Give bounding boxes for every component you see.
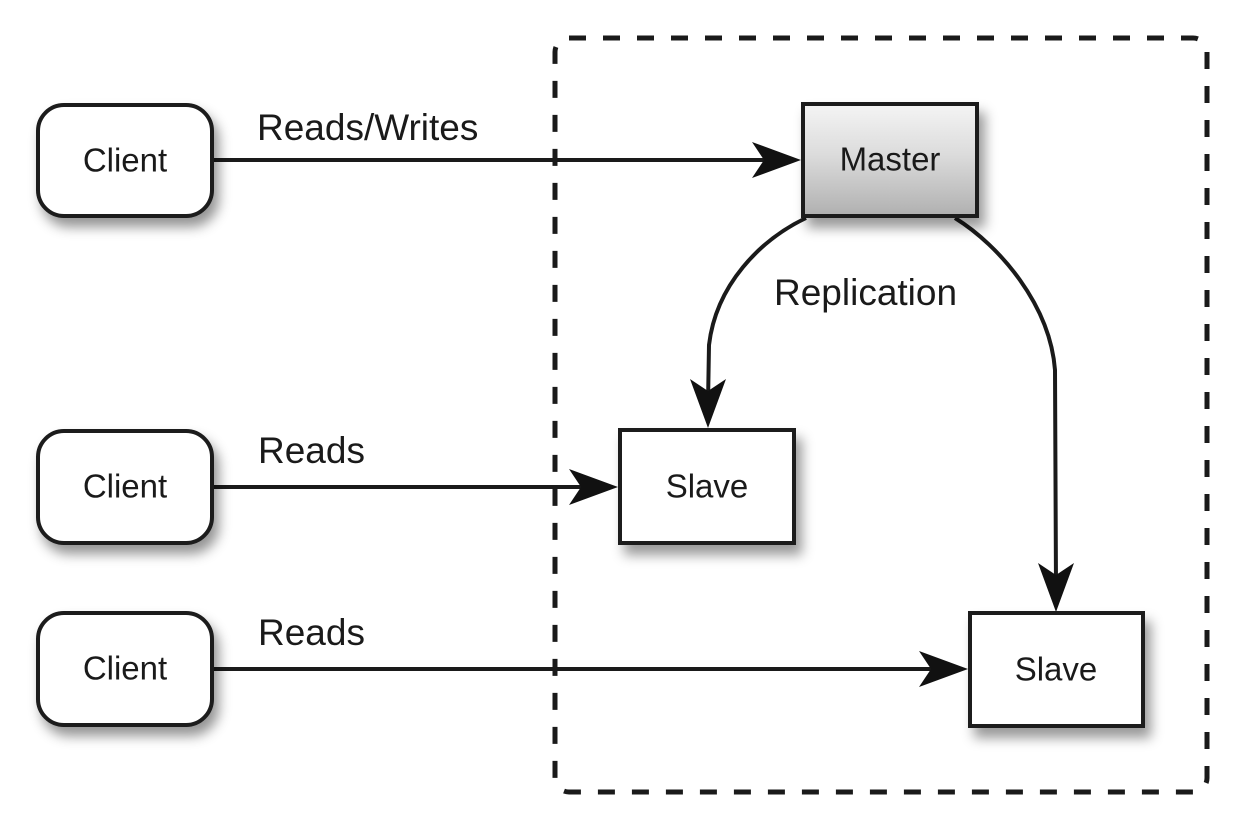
edge-label-replication: Replication [774, 272, 957, 313]
edge-curve-master-slave-upper [706, 216, 807, 405]
arrowhead-icon [569, 469, 618, 505]
edge-label-reads-upper: Reads [258, 430, 365, 471]
arrowhead-icon [690, 379, 726, 428]
edge-replication-lower [953, 216, 1074, 612]
edge-replication-upper [690, 216, 807, 428]
edge-reads-upper [212, 469, 618, 505]
edge-curve-master-slave-lower [953, 216, 1058, 589]
slave-lower-shape[interactable] [968, 611, 1145, 728]
client-top-label: Client [83, 142, 167, 179]
client-middle-label: Client [83, 468, 167, 505]
master-shape[interactable] [801, 102, 979, 218]
node-slave-lower[interactable]: Slave [968, 611, 1145, 728]
arrowhead-icon [919, 651, 968, 687]
arrowhead-icon [1038, 563, 1074, 612]
edge-label-reads-writes: Reads/Writes [257, 107, 478, 148]
edge-reads-writes [212, 142, 801, 178]
slave-upper-label: Slave [666, 468, 749, 505]
node-master[interactable]: Master [801, 102, 979, 218]
node-client-bottom[interactable]: Client [36, 611, 214, 727]
node-client-top[interactable]: Client [36, 103, 214, 218]
edge-label-reads-lower: Reads [258, 612, 365, 653]
slave-upper-shape[interactable] [618, 428, 796, 545]
node-slave-upper[interactable]: Slave [618, 428, 796, 545]
master-label: Master [840, 141, 941, 178]
client-middle-shape[interactable] [36, 429, 214, 545]
client-bottom-shape[interactable] [36, 611, 214, 727]
client-bottom-label: Client [83, 650, 167, 687]
client-top-shape[interactable] [36, 103, 214, 218]
replication-cluster-boundary [552, 35, 1210, 795]
arrowhead-icon [752, 142, 801, 178]
edge-reads-lower [212, 651, 968, 687]
slave-lower-label: Slave [1015, 651, 1098, 688]
node-client-middle[interactable]: Client [36, 429, 214, 545]
